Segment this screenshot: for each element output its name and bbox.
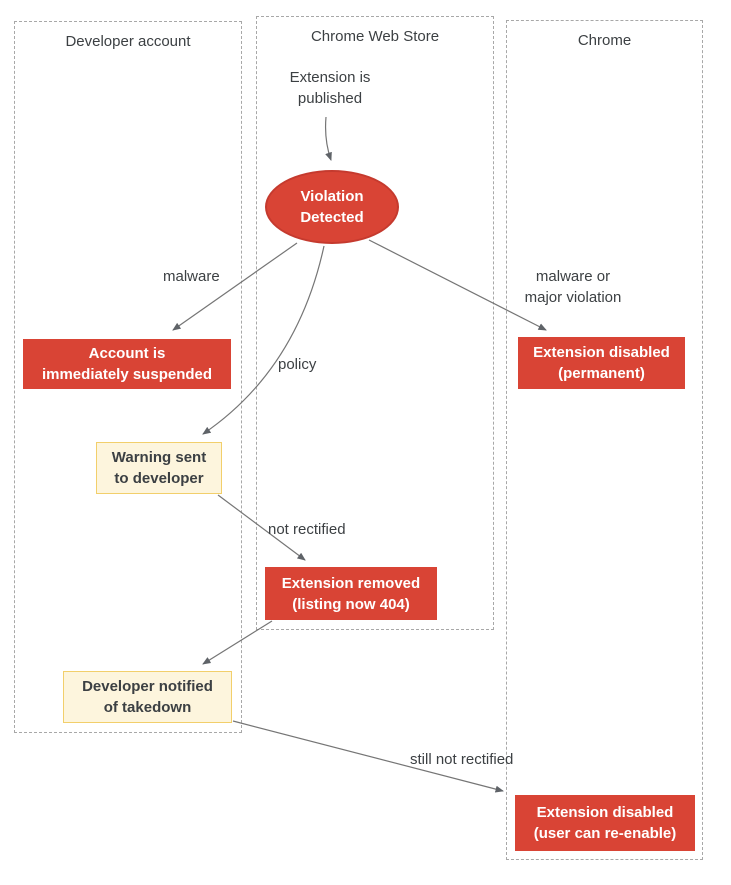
node-text-line: (permanent) — [558, 365, 645, 382]
node-extension-published: Extension is published — [270, 66, 390, 110]
edge-label-malware: malware — [163, 268, 220, 285]
node-text-line: immediately suspended — [41, 366, 213, 383]
node-account-suspended: Account is immediately suspended — [23, 339, 231, 389]
node-text-line: Extension removed — [281, 574, 421, 592]
node-extension-removed: Extension removed (listing now 404) — [265, 567, 437, 620]
node-text-line: Extension disabled — [533, 344, 670, 361]
edge-label-not-rectified: not rectified — [268, 521, 346, 538]
node-extension-disabled-permanent: Extension disabled (permanent) — [518, 337, 685, 389]
node-developer-notified: Developer notified of takedown — [63, 671, 232, 723]
edge-label-still-not-rectified: still not rectified — [410, 751, 514, 768]
node-text-line: Account is — [88, 345, 166, 362]
lane-title-chrome: Chrome — [577, 32, 632, 49]
node-violation-detected: Violation Detected — [265, 170, 399, 244]
node-text-line: (user can re-enable) — [533, 825, 677, 842]
lane-title-developer-account: Developer account — [65, 33, 191, 50]
node-text-line: Warning sent — [111, 449, 207, 466]
lane-title-chrome-web-store: Chrome Web Store — [310, 28, 440, 45]
node-text-line: (listing now 404) — [292, 595, 410, 613]
node-text-line: Detected — [300, 209, 364, 226]
node-text-line: Developer notified — [82, 678, 213, 695]
edge-label-malware-or-major-violation: malware or major violation — [513, 266, 633, 308]
node-text-line: Extension disabled — [536, 804, 674, 821]
node-text-line: of takedown — [103, 699, 192, 716]
lane-chrome: Chrome — [506, 20, 703, 860]
node-extension-disabled-reenable: Extension disabled (user can re-enable) — [515, 795, 695, 851]
node-text-line: Extension is — [289, 69, 371, 86]
edge-label-line: malware or — [535, 268, 611, 285]
node-warning-sent: Warning sent to developer — [96, 442, 222, 494]
node-text-line: Violation — [300, 188, 364, 205]
edge-label-line: major violation — [524, 289, 622, 306]
node-text-line: published — [297, 90, 363, 107]
edge-label-policy: policy — [278, 356, 317, 373]
node-text-line: to developer — [114, 470, 204, 487]
